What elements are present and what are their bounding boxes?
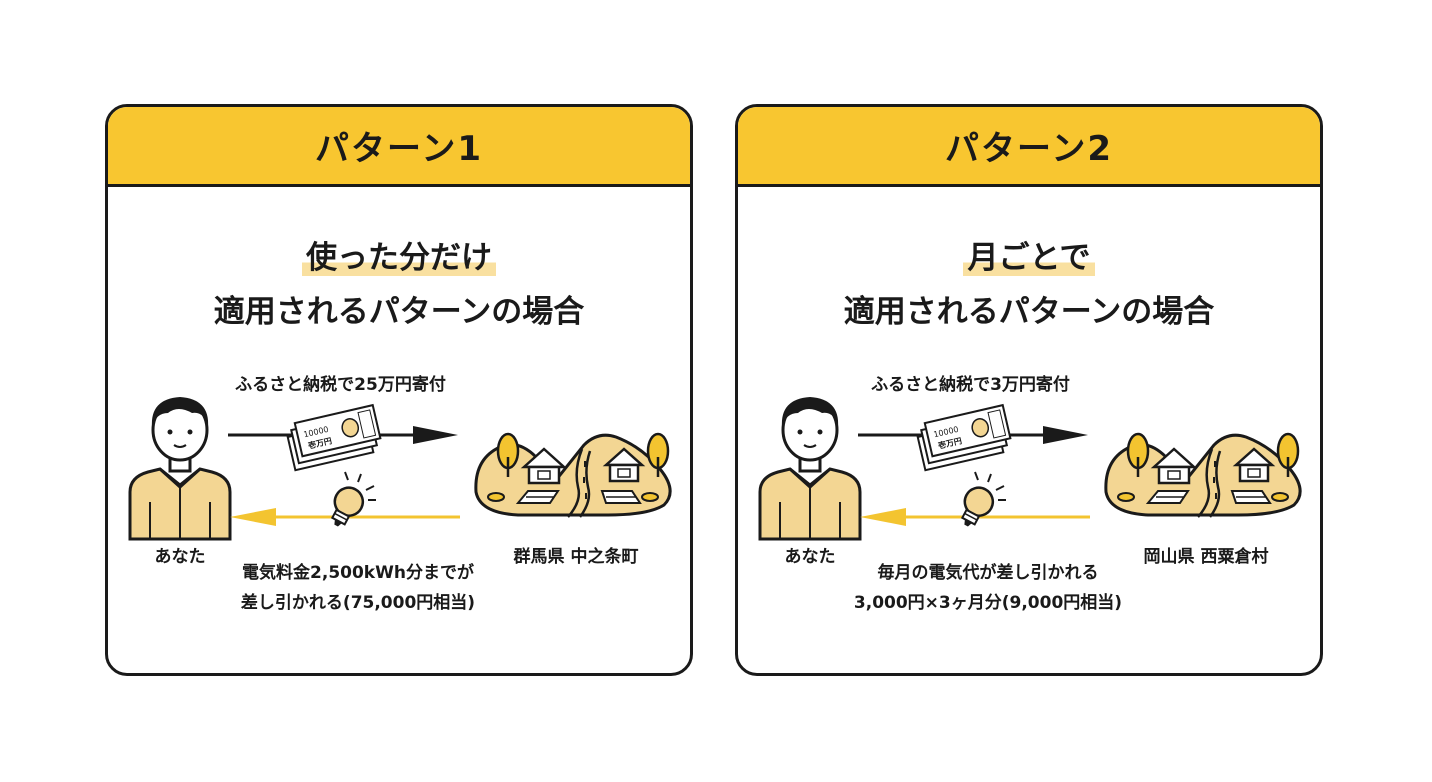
lightbulb-icon	[960, 486, 995, 527]
lightbulb-rays	[344, 471, 376, 501]
lightbulb-rays	[974, 471, 1006, 501]
benefit-arrow	[860, 508, 1090, 526]
pattern-title: パターン2	[738, 107, 1320, 187]
heading-highlight: 月ごとで	[963, 240, 1095, 276]
donation-label: ふるさと納税で25万円寄付	[235, 375, 446, 395]
benefit-label-line1: 毎月の電気代が差し引かれる	[877, 563, 1099, 583]
pattern-title: パターン1	[108, 107, 690, 187]
village-illustration	[1104, 432, 1302, 518]
heading-rest: 適用されるパターンの場合	[843, 294, 1215, 330]
flow-illustration: 10000 壱万円	[758, 397, 1302, 541]
banknote-icon: 10000 壱万円	[286, 403, 382, 472]
pattern-card-2: パターン2 月ごとで 適用されるパターンの場合 ふるさと納税で3万円寄付	[735, 104, 1323, 676]
donation-label: ふるさと納税で3万円寄付	[871, 375, 1070, 395]
pattern-heading: 使った分だけ 適用されるパターンの場合	[108, 231, 690, 339]
benefit-label-line2: 差し引かれる(75,000円相当)	[240, 593, 476, 613]
banknote-icon: 10000 壱万円	[916, 403, 1012, 472]
person-label: あなた	[784, 547, 836, 567]
benefit-label-line2: 3,000円×3ヶ月分(9,000円相当)	[853, 593, 1123, 613]
pattern-card-1: パターン1 使った分だけ 適用されるパターンの場合 ふるさと納税で25万円寄付	[105, 104, 693, 676]
heading-rest: 適用されるパターンの場合	[213, 294, 585, 330]
pattern-heading: 月ごとで 適用されるパターンの場合	[738, 231, 1320, 339]
heading-highlight: 使った分だけ	[302, 240, 496, 276]
lightbulb-icon	[330, 486, 365, 527]
village-illustration	[474, 432, 672, 518]
person-icon	[128, 397, 232, 541]
flow-illustration: 10000 壱万円	[128, 397, 672, 541]
person-icon	[758, 397, 862, 541]
benefit-arrow	[230, 508, 460, 526]
municipality-label: 群馬県 中之条町	[513, 547, 639, 567]
municipality-label: 岡山県 西粟倉村	[1143, 547, 1269, 567]
person-label: あなた	[154, 547, 206, 567]
benefit-label-line1: 電気料金2,500kWh分までが	[242, 563, 474, 583]
